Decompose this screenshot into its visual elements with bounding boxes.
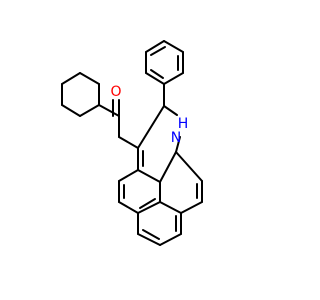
cyclohexenone-ring <box>61 72 139 149</box>
molecule-diagram: O H N <box>61 40 203 246</box>
oxygen-atom: O <box>110 84 121 100</box>
nitrogen-atom-h: H <box>178 116 189 132</box>
nitrogen-atom: N <box>171 130 181 146</box>
phenyl-ring <box>145 40 184 85</box>
dihydropyridine-ring <box>137 105 181 183</box>
naphthalene-rings <box>118 151 203 246</box>
carbonyl-group <box>112 99 120 117</box>
